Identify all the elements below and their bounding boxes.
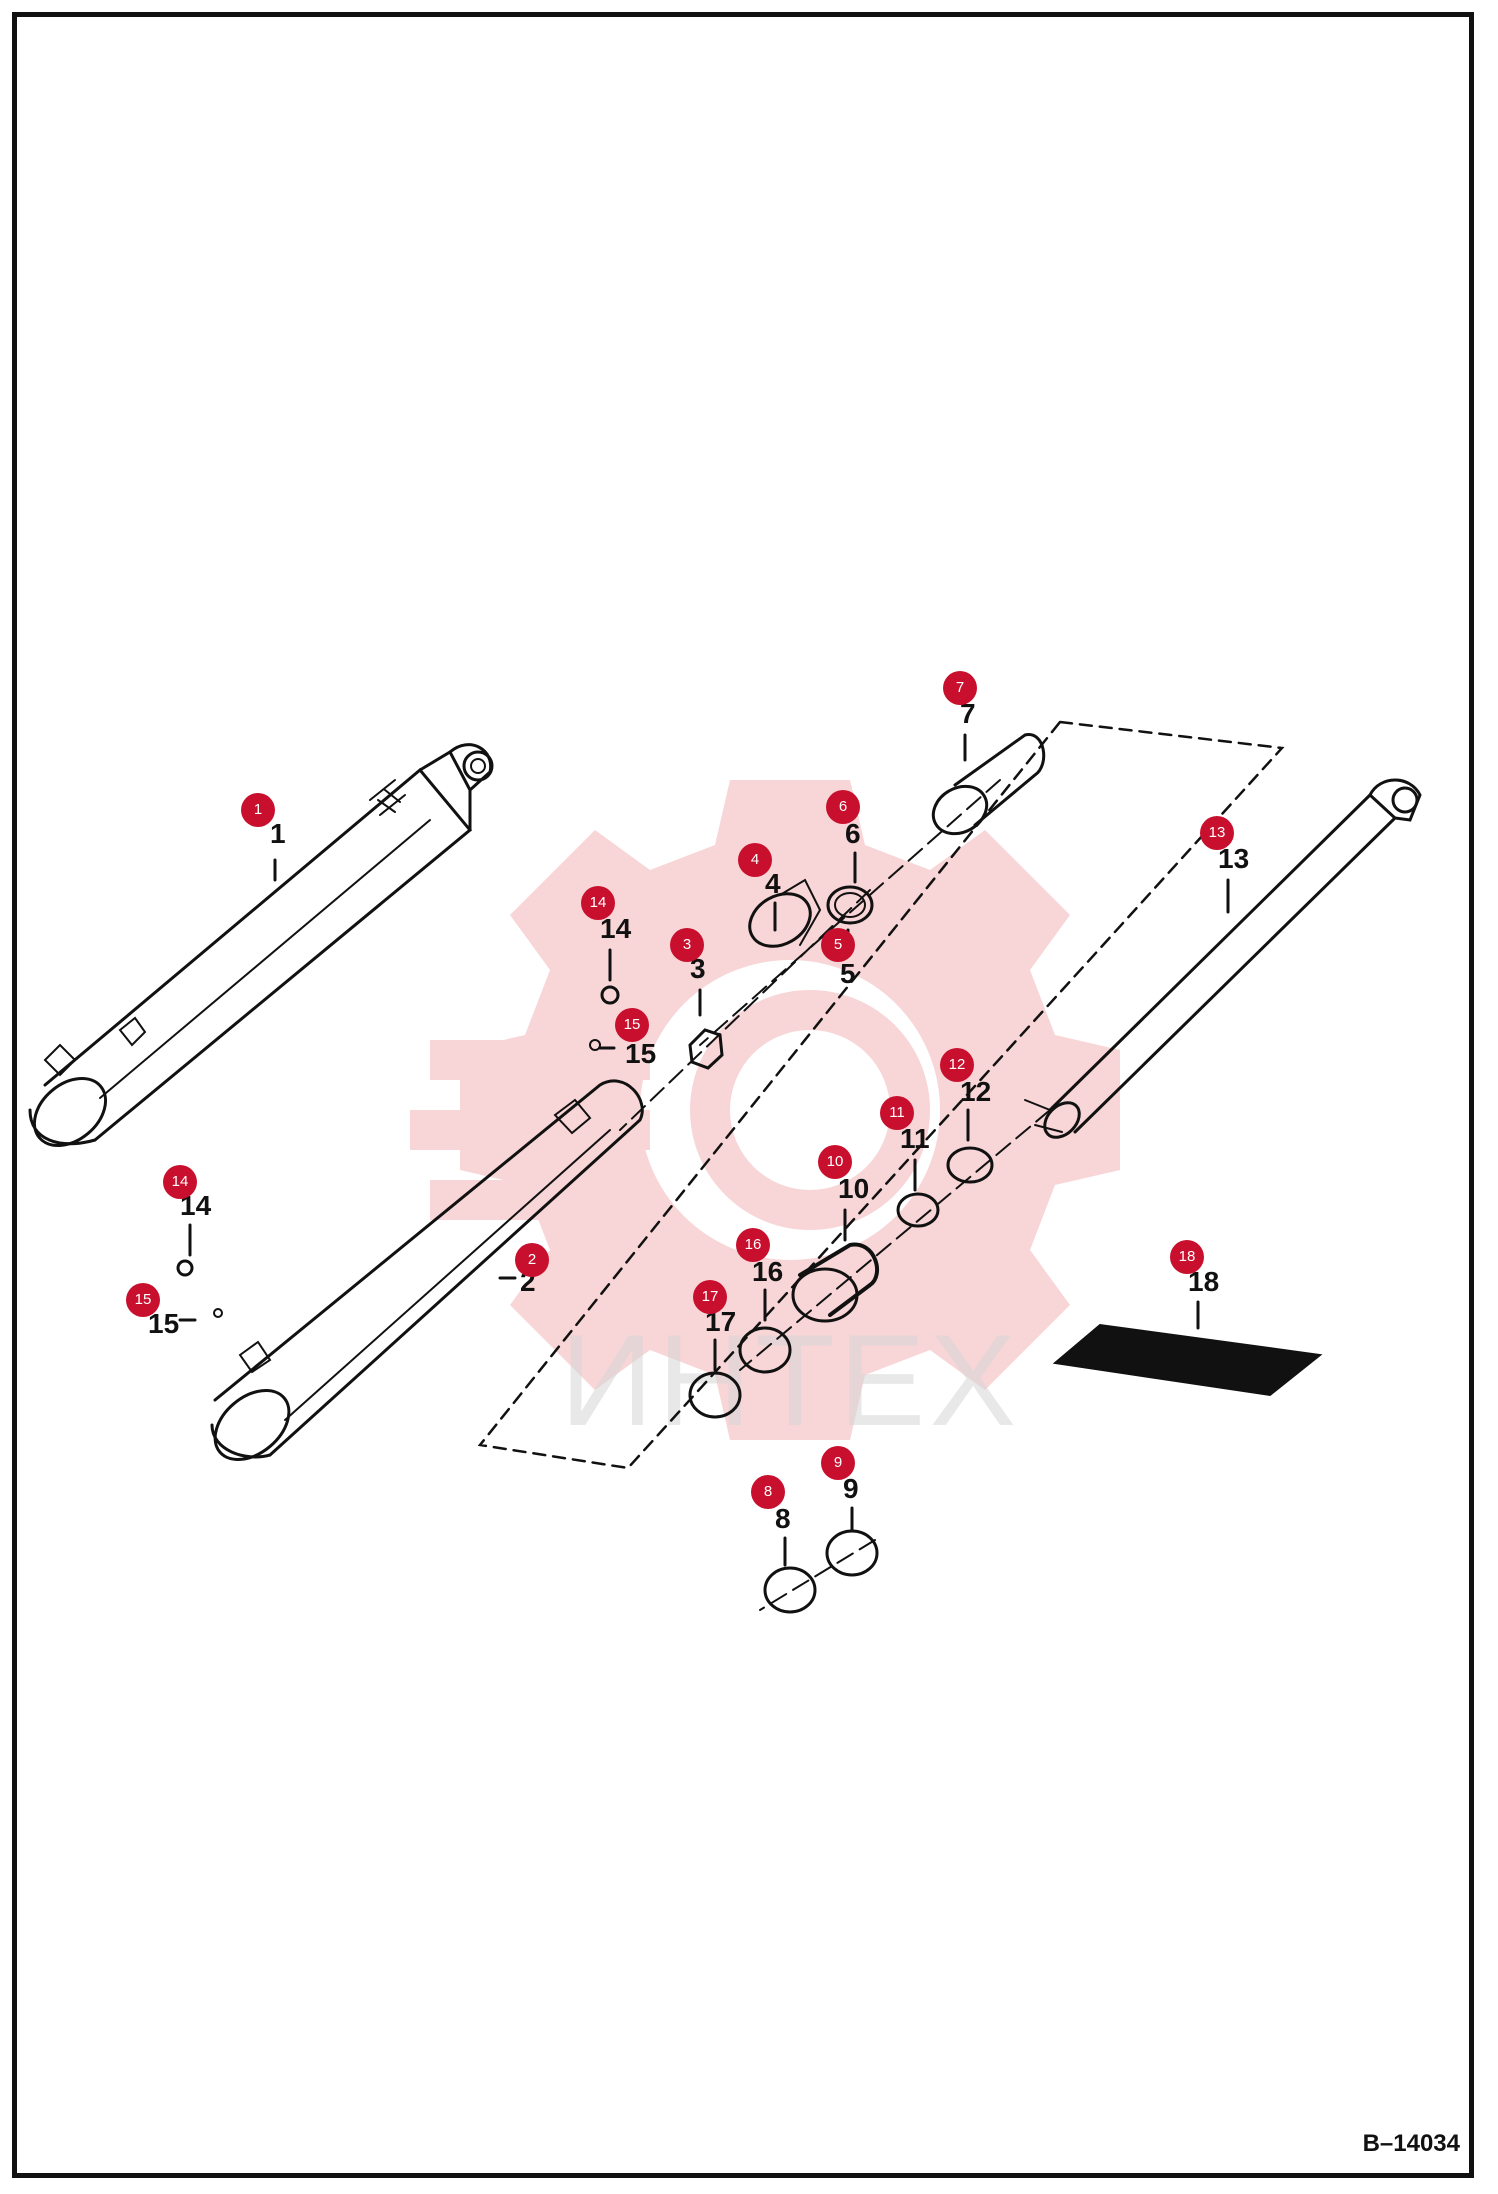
callout-badge-14[interactable]: 14 [581, 886, 615, 920]
part-label-11: 11 [900, 1123, 930, 1154]
part-16-ring [738, 1326, 792, 1374]
part-12-ring [946, 1146, 994, 1184]
callout-badge-13[interactable]: 13 [1200, 816, 1234, 850]
callout-badge-2[interactable]: 2 [515, 1243, 549, 1277]
part-18-decal [1052, 1323, 1323, 1397]
part-1-cylinder-assembly [28, 743, 494, 1147]
part-2-barrel [210, 1079, 644, 1461]
part-label-12: 12 [960, 1076, 992, 1107]
part-label-16: 16 [752, 1256, 784, 1287]
callout-badge-8[interactable]: 8 [751, 1475, 785, 1509]
assembly-axis-line [619, 779, 1051, 1611]
callout-badge-16[interactable]: 16 [736, 1228, 770, 1262]
callout-badge-12[interactable]: 12 [940, 1048, 974, 1082]
part-label-15: 15 [625, 1038, 657, 1069]
part-4-piston [748, 878, 822, 948]
seal-kit-outline [477, 720, 1285, 1470]
part-label-13: 13 [1218, 843, 1250, 874]
part-14-fitting [600, 985, 620, 1005]
part-label-3: 3 [690, 953, 706, 984]
callout-badge-15[interactable]: 15 [126, 1283, 160, 1317]
callout-badge-10[interactable]: 10 [818, 1145, 852, 1179]
part-17-ring [688, 1371, 742, 1419]
part-10-gland [791, 1242, 880, 1323]
callout-badge-11[interactable]: 11 [880, 1096, 914, 1130]
part-15-oring-lower [213, 1308, 223, 1318]
drawing-code: B–14034 [1362, 2130, 1460, 2157]
part-label-14: 14 [600, 913, 632, 944]
part-label-4: 4 [765, 868, 781, 899]
part-label-7: 7 [960, 698, 976, 729]
part-14-fitting-lower [176, 1259, 194, 1277]
callout-badge-9[interactable]: 9 [821, 1446, 855, 1480]
part-label-8: 8 [775, 1503, 791, 1534]
part-11-ring [896, 1192, 940, 1228]
part-label-1: 1 [270, 818, 286, 849]
callout-badge-4[interactable]: 4 [738, 843, 772, 877]
callout-badge-5[interactable]: 5 [821, 928, 855, 962]
callout-badge-3[interactable]: 3 [670, 928, 704, 962]
part-15-oring [589, 1039, 601, 1051]
callout-badge-14[interactable]: 14 [163, 1165, 197, 1199]
part-label-5: 5 [840, 958, 856, 989]
callout-badge-1[interactable]: 1 [241, 793, 275, 827]
part-label-10: 10 [838, 1173, 870, 1204]
callout-badge-7[interactable]: 7 [943, 671, 977, 705]
callout-badge-18[interactable]: 18 [1170, 1240, 1204, 1274]
part-6-ring [826, 885, 874, 925]
part-label-6: 6 [845, 818, 861, 849]
callout-badge-17[interactable]: 17 [693, 1280, 727, 1314]
part-13-rod [1024, 778, 1422, 1139]
watermark-text: ИНТЕХ [560, 1307, 1021, 1453]
callout-badge-15[interactable]: 15 [615, 1008, 649, 1042]
part-5-ring-inner [834, 892, 866, 918]
part-8-ring [763, 1566, 817, 1614]
part-label-15: 15 [148, 1308, 180, 1339]
part-label-9: 9 [843, 1473, 859, 1504]
callout-badge-6[interactable]: 6 [826, 790, 860, 824]
part-7-sleeve [931, 733, 1046, 836]
